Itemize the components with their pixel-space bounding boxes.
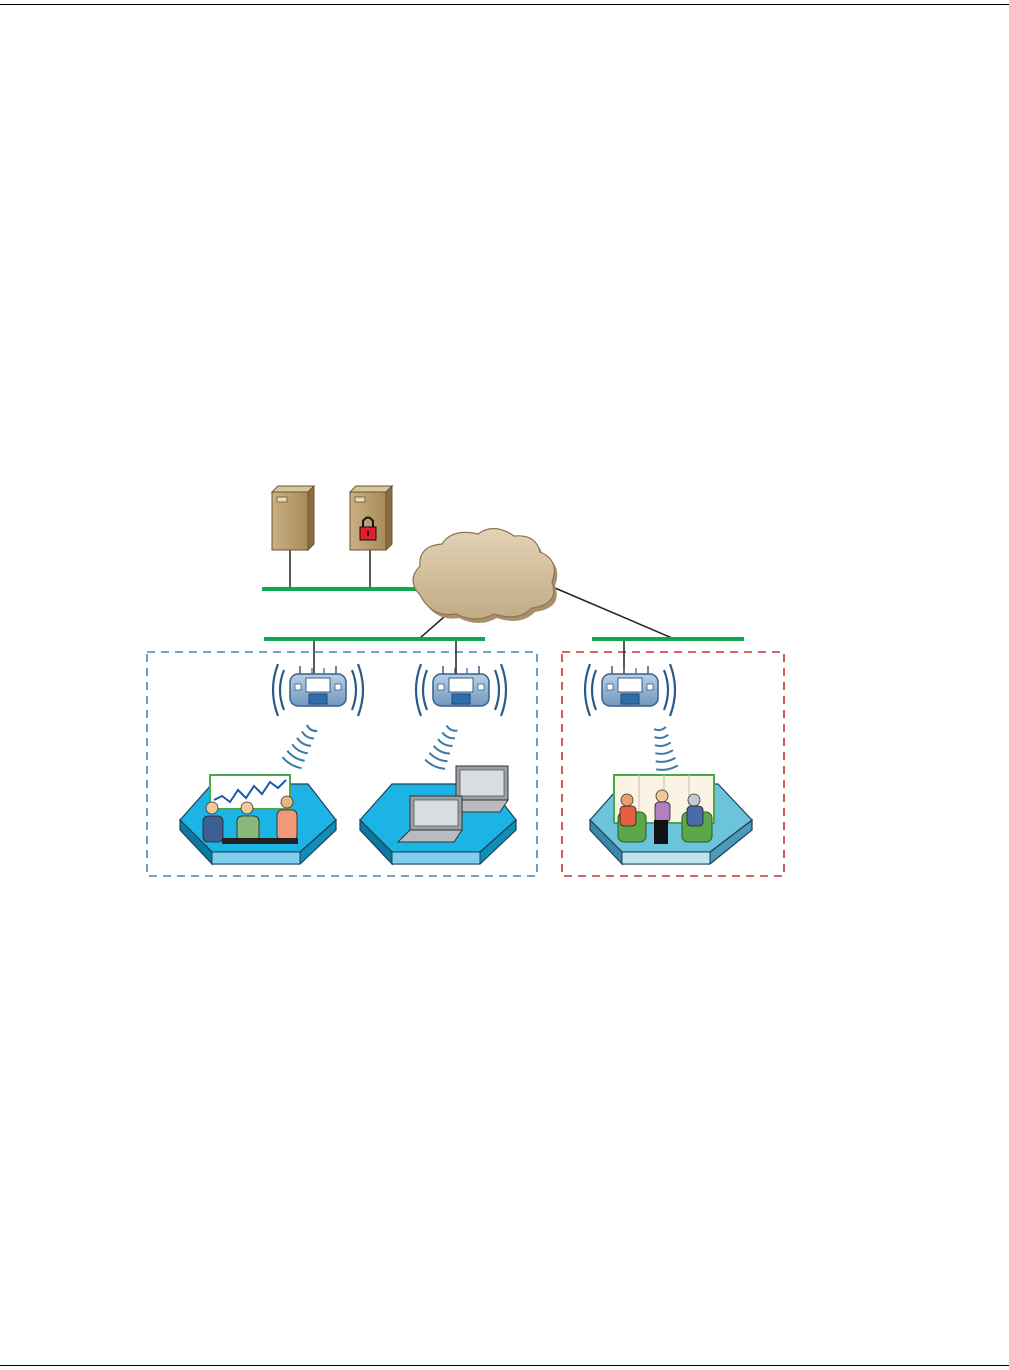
signal-beam xyxy=(649,726,678,771)
wireless-access-point-icon xyxy=(585,664,675,716)
signal-beam xyxy=(281,723,321,770)
network-cloud-icon xyxy=(413,528,557,623)
wireless-access-point-icon xyxy=(416,664,506,716)
laptops-icon xyxy=(360,766,516,864)
locked-server-icon xyxy=(350,486,392,550)
signal-beam xyxy=(424,723,462,770)
link-cloud-bus2 xyxy=(555,588,672,638)
presentation-meeting-icon xyxy=(180,775,336,864)
lounge-meeting-icon xyxy=(590,775,752,864)
server-icon xyxy=(272,486,314,550)
wireless-access-point-icon xyxy=(273,664,363,716)
